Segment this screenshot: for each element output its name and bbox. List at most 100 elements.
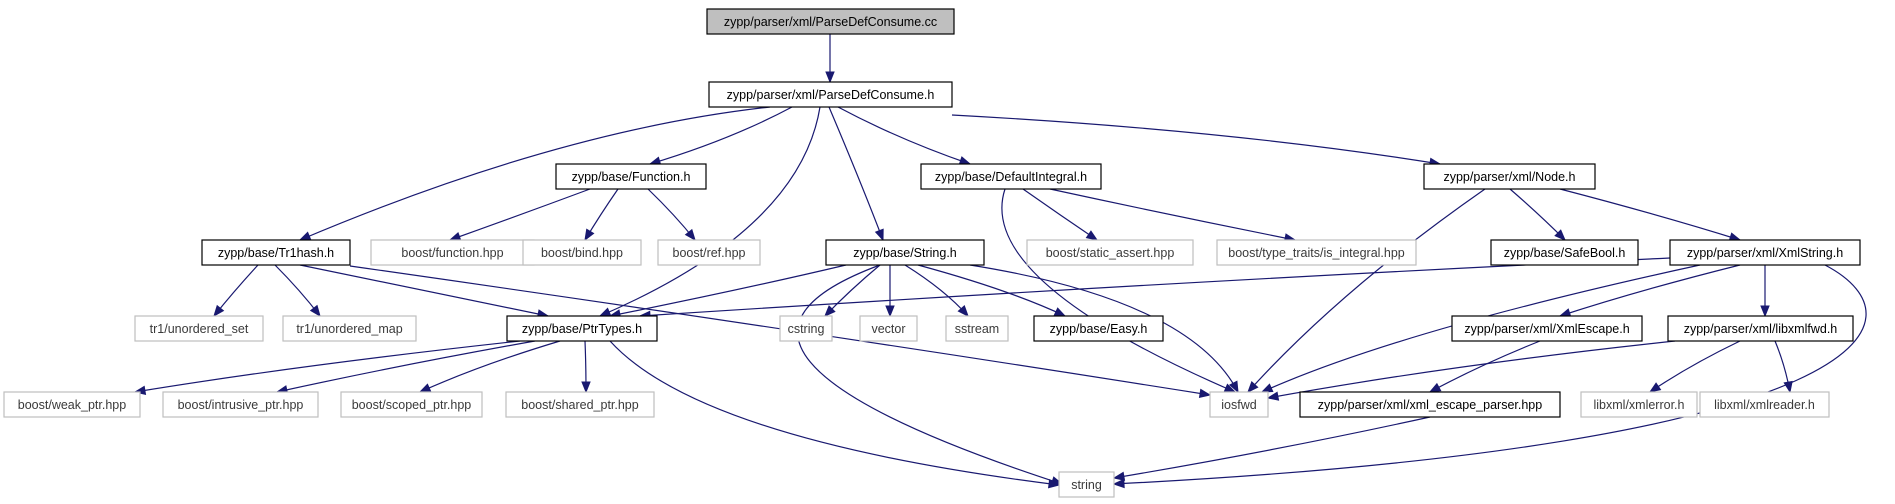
edge-tr1-to-ptr [299,264,550,319]
node-box [282,315,417,342]
node-bref: boost/ref.hpp [657,239,761,266]
node-box [134,315,264,342]
node-easy[interactable]: zypp/base/Easy.h [1033,315,1164,342]
edge-node-to-iosfwd [1247,188,1486,393]
node-node[interactable]: zypp/parser/xml/Node.h [1423,163,1596,190]
edge-tr1-to-tuset [213,264,259,318]
edge-xep-to-string [1112,416,1431,481]
node-label: zypp/parser/xml/ParseDefConsume.cc [724,15,937,29]
node-box [506,315,658,342]
edge-arrowhead [1085,230,1099,241]
node-ptr[interactable]: zypp/base/PtrTypes.h [506,315,658,342]
node-tumap: tr1/unordered_map [282,315,417,342]
edge-arrowhead [1266,391,1280,401]
node-box [1299,391,1561,418]
edge-line [639,257,1671,317]
edge-line [797,264,1063,485]
edge-line [276,340,536,393]
node-root[interactable]: zypp/parser/xml/ParseDefConsume.cc [706,8,955,35]
node-xs[interactable]: zypp/parser/xml/XmlString.h [1669,239,1861,266]
node-box [505,391,655,418]
edge-pdh-to-ptr [598,106,821,317]
node-label: sstream [955,322,999,336]
edge-line [649,106,793,165]
edge-line [1049,188,1296,241]
edge-line [299,106,771,241]
edge-arrowhead [1228,380,1239,394]
edge-str-to-cstr [824,264,881,317]
node-sstr: sstream [945,315,1009,342]
edge-arrowhead [825,71,835,84]
edge-arrowhead [584,228,595,242]
edge-line [824,264,881,317]
node-box [920,163,1102,190]
node-box [555,163,707,190]
node-box [1490,239,1639,266]
edge-line [951,114,1441,165]
edge-line [828,106,884,241]
edge-arrowhead [1112,471,1126,481]
node-tr1[interactable]: zypp/base/Tr1hash.h [201,239,351,266]
node-box [162,391,319,418]
node-box [1216,239,1417,266]
node-box [1580,391,1698,418]
node-cstr: cstring [779,315,833,342]
node-label: boost/type_traits/is_integral.hpp [1228,246,1405,260]
node-xep[interactable]: zypp/parser/xml/xml_escape_parser.hpp [1299,391,1561,418]
edge-arrowhead [598,307,612,317]
edge-di-to-bsa [1022,188,1099,241]
node-label: boost/intrusive_ptr.hpp [178,398,304,412]
node-box [1451,315,1643,342]
node-box [522,239,642,266]
node-str[interactable]: zypp/base/String.h [825,239,985,266]
node-label: boost/scoped_ptr.hpp [352,398,472,412]
node-fn[interactable]: zypp/base/Function.h [555,163,707,190]
node-tuset: tr1/unordered_set [134,315,264,342]
edge-arrowhead [1783,380,1793,394]
edge-arrowhead [1760,305,1770,318]
edge-line [419,340,561,393]
edge-line [134,340,521,393]
edge-ptr-to-bshar [581,340,591,394]
edge-ptr-to-string [609,340,1061,489]
edge-arrowhead [298,231,312,241]
edge-di-to-bii [1049,188,1297,243]
node-xe[interactable]: zypp/parser/xml/XmlEscape.h [1451,315,1643,342]
node-bshar: boost/shared_ptr.hpp [505,391,655,418]
edge-ptr-to-bweak [133,340,521,395]
edge-node-to-sb [1509,188,1566,241]
edge-arrowhead [418,383,432,393]
edge-line [449,188,591,241]
node-box [1033,315,1164,342]
node-pdh[interactable]: zypp/parser/xml/ParseDefConsume.h [708,81,953,108]
edge-line [969,264,1239,393]
node-label: zypp/parser/xml/XmlString.h [1687,246,1843,260]
edge-line [1247,188,1486,393]
edges-layer [133,34,1867,489]
node-label: zypp/base/SafeBool.h [1504,246,1626,260]
edge-arrowhead [448,232,462,241]
edge-line [1509,188,1566,241]
edge-di-to-iosfwd [1001,188,1237,393]
edge-arrowhead [1260,383,1274,393]
node-bfunc: boost/function.hpp [370,239,535,266]
node-label: zypp/base/PtrTypes.h [522,322,642,336]
node-lfwd[interactable]: zypp/parser/xml/libxmlfwd.h [1667,315,1854,342]
edge-arrowhead [1198,388,1212,399]
node-di[interactable]: zypp/base/DefaultIntegral.h [920,163,1102,190]
node-sb[interactable]: zypp/base/SafeBool.h [1490,239,1639,266]
edge-xs-to-lfwd [1760,265,1770,318]
edge-line [917,264,1066,317]
node-label: libxml/xmlerror.h [1594,398,1685,412]
edge-line [1429,340,1541,393]
node-label: boost/ref.hpp [673,246,746,260]
edge-line [1113,264,1867,485]
node-label: string [1071,478,1102,492]
node-label: boost/weak_ptr.hpp [18,398,126,412]
node-label: zypp/base/Tr1hash.h [218,246,334,260]
edge-arrowhead [885,305,895,318]
node-box [1699,391,1830,418]
node-label: tr1/unordered_set [150,322,249,336]
node-box [1669,239,1861,266]
edge-arrowhead [1554,229,1566,241]
